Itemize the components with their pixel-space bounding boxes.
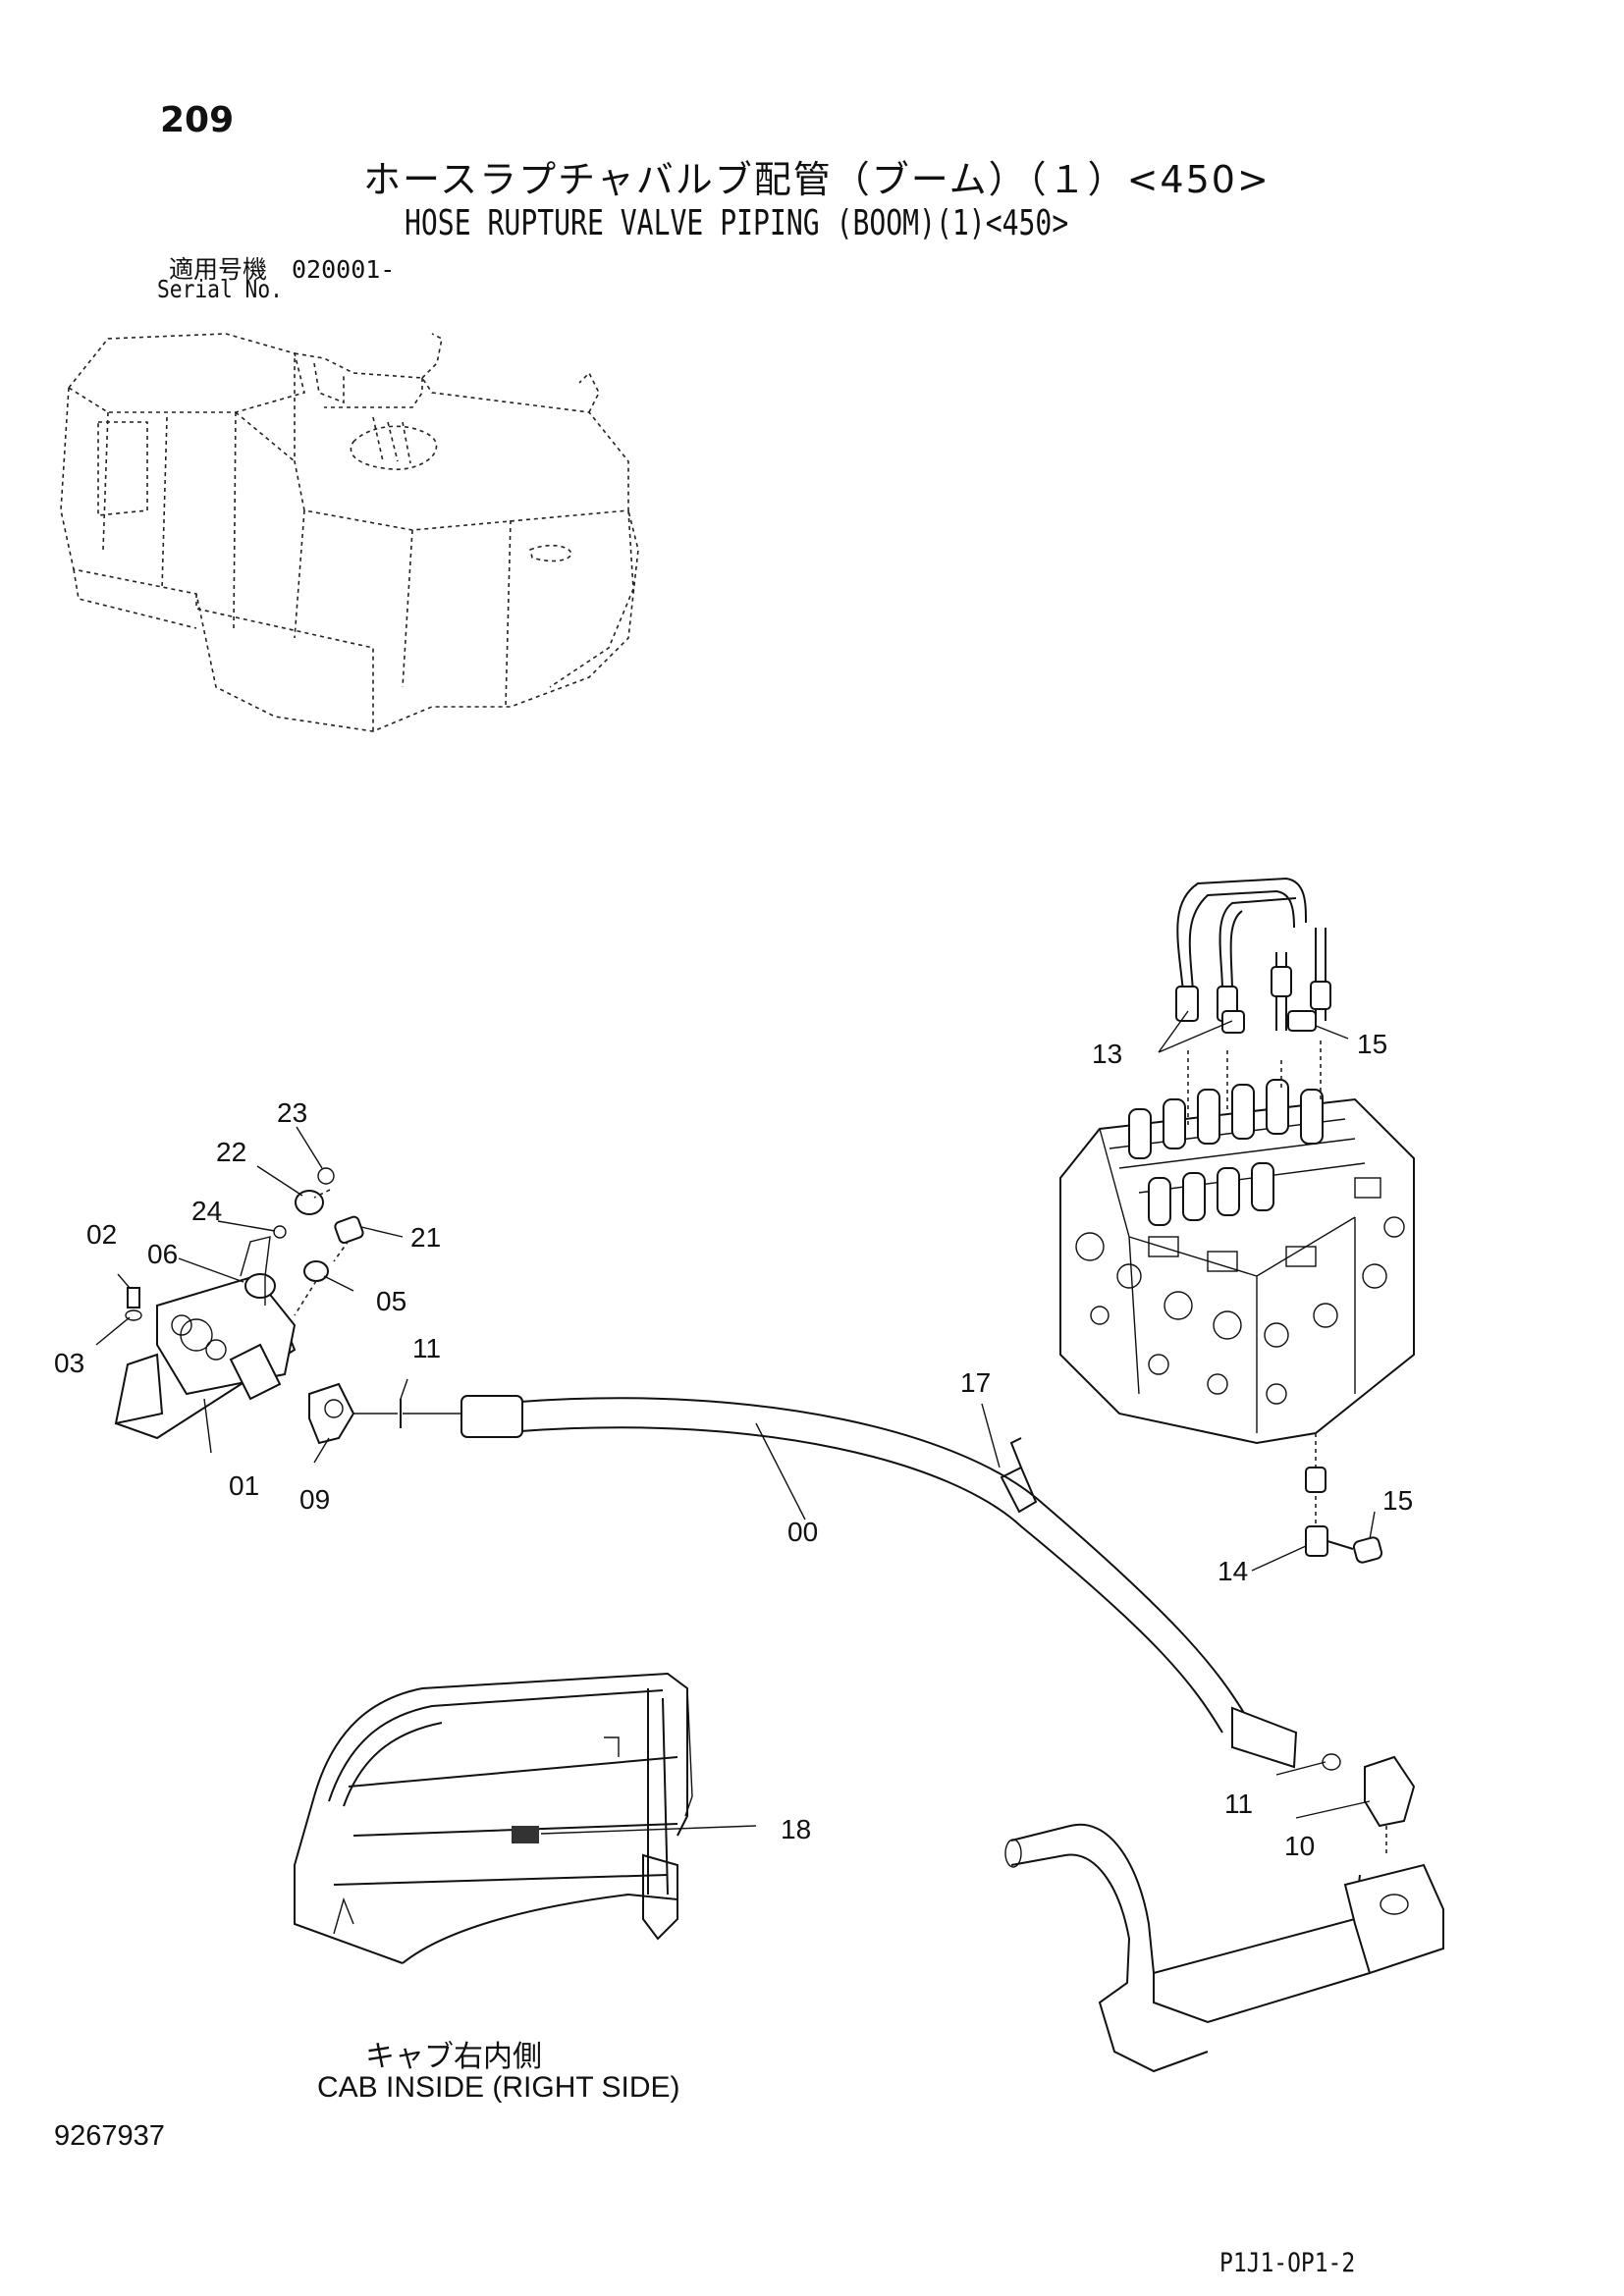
callout-02: 02	[86, 1219, 118, 1250]
cab-inside-illustration	[294, 1672, 757, 1964]
callout-01: 01	[229, 1470, 260, 1501]
serial-label-japanese: 適用号機 020001-	[169, 255, 396, 284]
callout-13: 13	[1092, 1039, 1123, 1069]
callout-06: 06	[147, 1239, 179, 1269]
callout-00: 00	[787, 1517, 819, 1547]
callout-15-upper: 15	[1357, 1029, 1388, 1059]
callout-21: 21	[410, 1222, 442, 1253]
callout-24: 24	[191, 1196, 223, 1226]
cab-caption-japanese: キャブ右内側	[365, 2040, 542, 2074]
title-english: HOSE RUPTURE VALVE PIPING (BOOM)(1)<450>	[405, 203, 1069, 243]
callout-11-right: 11	[1224, 1789, 1254, 1819]
page-number: 209	[160, 100, 235, 140]
callout-22: 22	[216, 1137, 247, 1167]
callout-10: 10	[1284, 1831, 1316, 1861]
callout-23: 23	[277, 1097, 308, 1128]
callout-18: 18	[781, 1814, 812, 1844]
control-valve-assembly	[1059, 877, 1415, 1564]
callout-03: 03	[54, 1348, 85, 1378]
excavator-overview-illustration	[60, 333, 639, 732]
callout-05: 05	[376, 1286, 407, 1316]
hose-assembly	[460, 1395, 1298, 1769]
document-number: 9267937	[54, 2120, 165, 2152]
callout-leaders	[95, 1010, 1376, 1819]
figure-code: P1J1-OP1-2	[1219, 2248, 1356, 2278]
title-japanese: ホースラプチャバルブ配管（ブーム）（１）<450>	[363, 158, 1271, 201]
callout-17: 17	[960, 1367, 992, 1398]
cab-caption-english: CAB INSIDE (RIGHT SIDE)	[317, 2071, 680, 2104]
serial-label-english: Serial No.	[157, 275, 283, 303]
callout-11-left: 11	[412, 1333, 442, 1363]
callout-14: 14	[1218, 1556, 1249, 1586]
boom-pipe-and-elbow	[1004, 1753, 1444, 2073]
callout-15-lower: 15	[1382, 1485, 1414, 1516]
hose-rupture-valve-bracket	[114, 1167, 461, 1445]
callout-09: 09	[299, 1484, 331, 1515]
